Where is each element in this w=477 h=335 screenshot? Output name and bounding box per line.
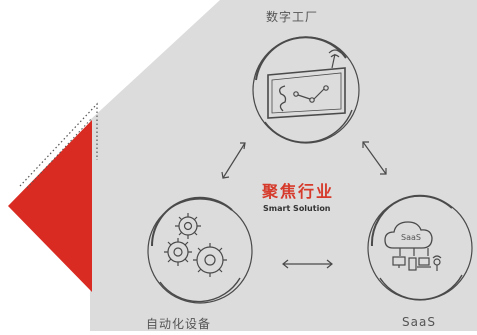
factory-label: 数字工厂 (266, 10, 319, 24)
center-title: 聚焦行业 (262, 182, 335, 201)
red-triangle-accent (8, 120, 92, 292)
saas-label: SaaS (402, 315, 436, 329)
gears-icon (164, 213, 227, 277)
factory-monitor-icon (267, 49, 346, 119)
background-panel (90, 0, 477, 331)
automation-label: 自动化设备 (146, 317, 212, 331)
center-subtitle: Smart Solution (263, 204, 331, 213)
arrow-factory-automation (221, 142, 246, 179)
saas-cloud-label: SaaS (401, 233, 421, 242)
cloud-devices-icon (384, 221, 442, 271)
dotted-triangle-accent (19, 102, 98, 189)
arrow-factory-saas (362, 141, 387, 175)
arrow-automation-saas (282, 259, 333, 269)
automation-node (147, 196, 253, 304)
saas-node (367, 194, 473, 301)
factory-node (252, 36, 360, 144)
